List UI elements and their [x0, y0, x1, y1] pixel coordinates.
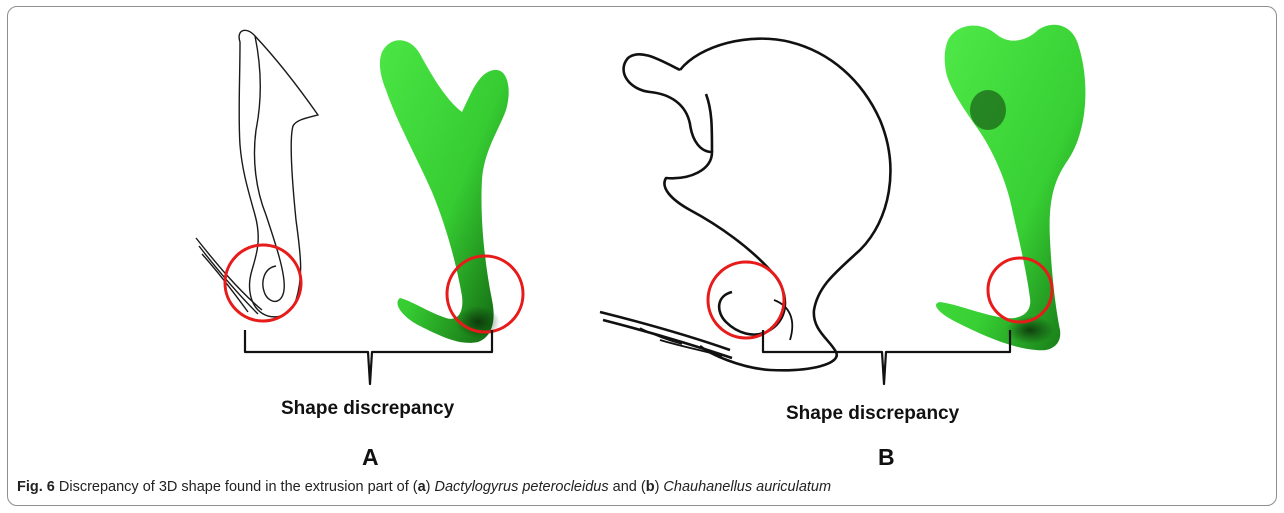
panel-b-shape-label: Shape discrepancy — [786, 403, 959, 425]
caption-species-b: Chauhanellus auriculatum — [663, 479, 831, 495]
panel-a-shape-label: Shape discrepancy — [281, 398, 454, 420]
caption-text-1: Discrepancy of 3D shape found in the ext… — [55, 479, 418, 495]
brackets — [245, 330, 1010, 384]
panel-a-letter: A — [362, 444, 379, 471]
panel-b-outline-drawing — [600, 39, 890, 371]
bracket-b — [763, 330, 1010, 384]
caption-ref-a: a — [418, 479, 426, 495]
caption-ref-b: b — [646, 479, 655, 495]
panel-a-3d-model — [380, 40, 509, 343]
caption-text-2: ) — [426, 479, 435, 495]
caption-fig-label: Fig. 6 — [17, 479, 55, 495]
caption-text-3: and ( — [609, 479, 646, 495]
highlight-circles — [225, 245, 1052, 338]
panel-b-letter: B — [878, 444, 895, 471]
panel-b-3d-model — [936, 25, 1085, 351]
figure-caption: Fig. 6 Discrepancy of 3D shape found in … — [17, 479, 831, 495]
caption-species-a: Dactylogyrus peterocleidus — [435, 479, 609, 495]
